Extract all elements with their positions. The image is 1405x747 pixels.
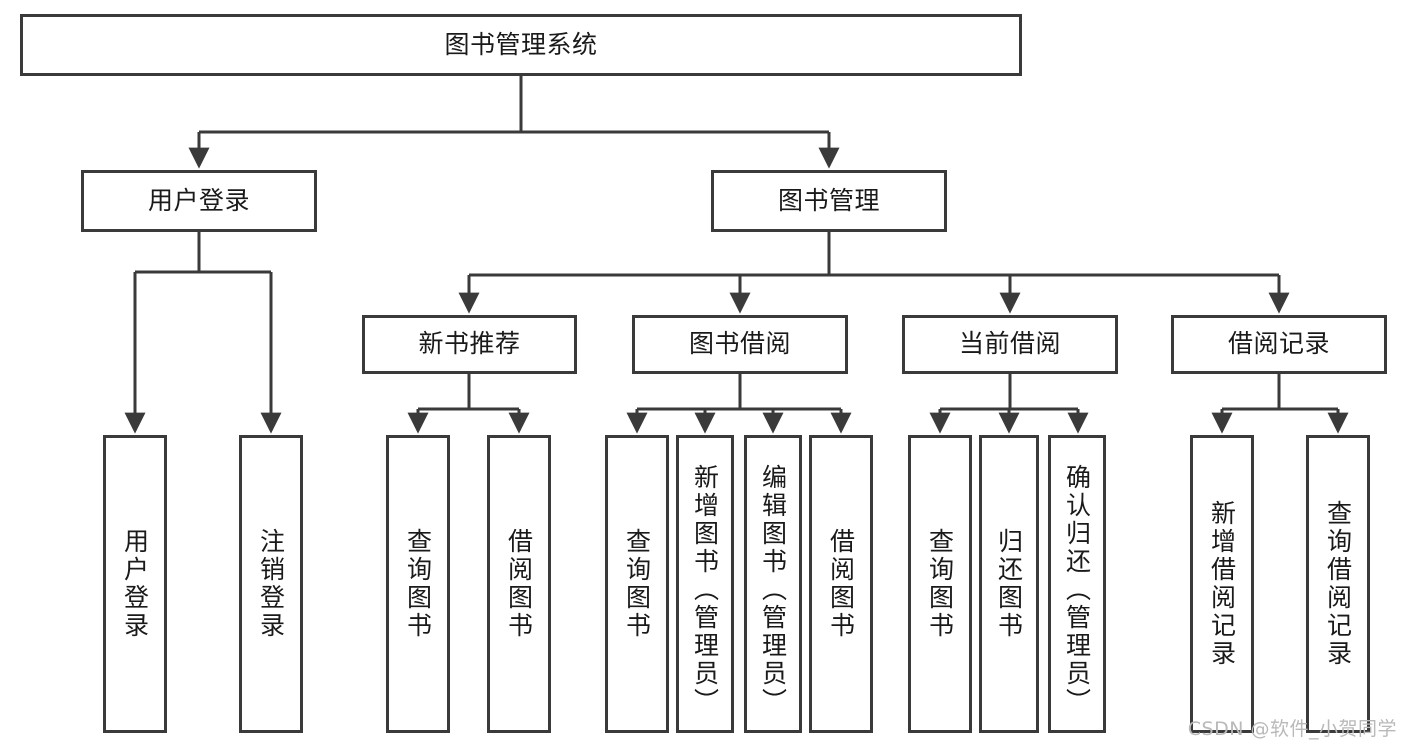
node-leaf-add-record[interactable]: 新增借阅记录 — [1190, 435, 1254, 733]
node-borrow-record-label: 借阅记录 — [1227, 329, 1330, 359]
node-leaf-edit-book-label: 编辑图书（管理员） — [758, 464, 788, 716]
node-leaf-user-login-label: 用户登录 — [120, 528, 150, 640]
node-book-borrow[interactable]: 图书借阅 — [632, 315, 848, 374]
node-current-borrow[interactable]: 当前借阅 — [902, 315, 1118, 374]
node-leaf-query-book-3-label: 查询图书 — [925, 528, 955, 640]
node-leaf-edit-book[interactable]: 编辑图书（管理员） — [744, 435, 802, 733]
watermark-text: CSDN @软件_小贺同学 — [1187, 718, 1397, 740]
node-root[interactable]: 图书管理系统 — [20, 14, 1022, 76]
node-leaf-return-book[interactable]: 归还图书 — [979, 435, 1039, 733]
node-leaf-add-record-label: 新增借阅记录 — [1207, 500, 1237, 668]
node-book-manage-label: 图书管理 — [777, 185, 880, 215]
node-leaf-user-logout[interactable]: 注销登录 — [239, 435, 303, 733]
node-leaf-user-login[interactable]: 用户登录 — [103, 435, 167, 733]
node-user-login[interactable]: 用户登录 — [81, 170, 317, 232]
node-leaf-query-book-1[interactable]: 查询图书 — [386, 435, 450, 733]
node-leaf-query-record-label: 查询借阅记录 — [1323, 500, 1353, 668]
node-new-book-recommend-label: 新书推荐 — [418, 329, 521, 359]
node-leaf-query-book-2-label: 查询图书 — [622, 528, 652, 640]
node-leaf-confirm-return-label: 确认归还（管理员） — [1062, 464, 1092, 716]
node-leaf-query-record[interactable]: 查询借阅记录 — [1306, 435, 1370, 733]
node-leaf-add-book[interactable]: 新增图书（管理员） — [676, 435, 734, 733]
node-leaf-query-book-2[interactable]: 查询图书 — [605, 435, 669, 733]
node-book-manage[interactable]: 图书管理 — [711, 170, 947, 232]
node-leaf-return-book-label: 归还图书 — [994, 528, 1024, 640]
node-leaf-query-book-1-label: 查询图书 — [403, 528, 433, 640]
node-root-label: 图书管理系统 — [444, 29, 598, 59]
node-leaf-confirm-return[interactable]: 确认归还（管理员） — [1048, 435, 1106, 733]
node-leaf-add-book-label: 新增图书（管理员） — [690, 464, 720, 716]
node-leaf-borrow-book-1-label: 借阅图书 — [504, 528, 534, 640]
node-user-login-label: 用户登录 — [147, 185, 250, 215]
node-leaf-borrow-book-2[interactable]: 借阅图书 — [809, 435, 873, 733]
node-current-borrow-label: 当前借阅 — [958, 329, 1061, 359]
node-new-book-recommend[interactable]: 新书推荐 — [362, 315, 577, 374]
node-borrow-record[interactable]: 借阅记录 — [1171, 315, 1387, 374]
node-book-borrow-label: 图书借阅 — [688, 329, 791, 359]
node-leaf-query-book-3[interactable]: 查询图书 — [908, 435, 972, 733]
node-leaf-user-logout-label: 注销登录 — [256, 528, 286, 640]
node-leaf-borrow-book-1[interactable]: 借阅图书 — [487, 435, 551, 733]
node-leaf-borrow-book-2-label: 借阅图书 — [826, 528, 856, 640]
